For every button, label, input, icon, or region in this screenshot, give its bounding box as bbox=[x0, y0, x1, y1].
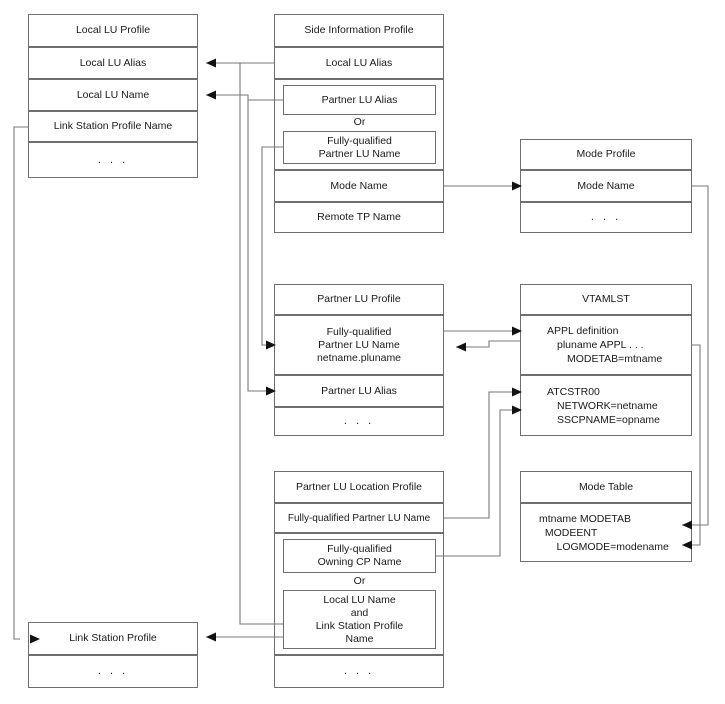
local-lu-profile-row-local-lu-name: Local LU Name bbox=[28, 79, 198, 111]
partner-lu-location-profile-or-separator: Or bbox=[353, 575, 366, 587]
partner-lu-location-profile-header: Partner LU Location Profile bbox=[274, 471, 444, 503]
wire-partner-lu-alias-to-local-lu-name bbox=[206, 94, 283, 101]
vtamlst-atcstr-line2: NETWORK=netname bbox=[557, 399, 658, 412]
vtamlst-appl-line3: MODETAB=mtname bbox=[567, 353, 663, 365]
local-lu-link-station-line4: Name bbox=[345, 632, 374, 645]
local-lu-link-station-line1: Local LU Name bbox=[323, 593, 396, 606]
fq-owning-cp-name-line1: Fully-qualified bbox=[327, 543, 392, 555]
side-information-profile-row-mode-name: Mode Name bbox=[274, 170, 444, 202]
arrow-local-lu-name bbox=[206, 90, 216, 100]
vtamlst-atcstr-line3: SSCPNAME=opname bbox=[557, 413, 661, 426]
partner-lu-location-profile-local-lu-and-link-station: Local LU Name and Link Station Profile N… bbox=[283, 590, 436, 649]
vtamlst-appl-line1: APPL definition bbox=[547, 325, 619, 337]
vtamlst-header: VTAMLST bbox=[520, 284, 692, 315]
side-information-profile-row-local-lu-alias: Local LU Alias bbox=[274, 47, 444, 79]
wire-location-fq-to-vtamlst-appl bbox=[444, 391, 512, 519]
mode-profile-header: Mode Profile bbox=[520, 139, 692, 170]
fq-partner-lu-name-line2: Partner LU Name bbox=[318, 147, 401, 160]
local-lu-link-station-line3: Link Station Profile bbox=[315, 619, 404, 632]
fq-partner-lu-name-line1: Fully-qualified bbox=[327, 134, 392, 147]
local-lu-profile-row-local-lu-alias: Local LU Alias bbox=[28, 47, 198, 79]
arrow-link-station-profile-right bbox=[206, 632, 216, 642]
side-information-profile-row-remote-tp-name: Remote TP Name bbox=[274, 202, 444, 233]
partner-lu-location-profile-row-fq-partner-lu-name: Fully-qualified Partner LU Name bbox=[274, 503, 444, 533]
wire-owning-cp-to-vtamlst-sscpname bbox=[436, 409, 512, 557]
vtamlst-appl-definition: APPL definition pluname APPL . . . MODET… bbox=[520, 315, 692, 375]
wire-vtamlst-netname-to-partner-fq bbox=[456, 340, 520, 348]
mode-profile-row-mode-name: Mode Name bbox=[520, 170, 692, 202]
vtamlst-appl-line2: pluname APPL . . . bbox=[557, 339, 644, 351]
mode-profile-row-ellipsis: . . . bbox=[520, 202, 692, 233]
fq-owning-cp-name-line2: Owning CP Name bbox=[317, 556, 402, 568]
mode-table-body: mtname MODETAB MODEENT LOGMODE=modename bbox=[520, 503, 692, 562]
link-station-profile-header: Link Station Profile bbox=[28, 622, 198, 655]
arrow-back-to-partner-fq bbox=[456, 342, 466, 352]
side-information-profile-fq-partner-lu-name: Fully-qualified Partner LU Name bbox=[283, 131, 436, 164]
local-lu-profile-row-link-station-profile-name: Link Station Profile Name bbox=[28, 111, 198, 142]
wire-link-station-profile-name-to-link-station-profile bbox=[13, 126, 28, 640]
arrow-local-lu-alias bbox=[206, 58, 216, 68]
side-information-profile-header: Side Information Profile bbox=[274, 14, 444, 47]
partner-lu-profile-fq-line3: netname.pluname bbox=[316, 351, 402, 364]
partner-lu-profile-row-fq-name: Fully-qualified Partner LU Name netname.… bbox=[274, 315, 444, 375]
local-lu-profile-header: Local LU Profile bbox=[28, 14, 198, 47]
mode-table-line2: MODEENT bbox=[539, 526, 598, 539]
link-station-profile-row-ellipsis: . . . bbox=[28, 655, 198, 688]
partner-lu-profile-row-partner-lu-alias: Partner LU Alias bbox=[274, 375, 444, 407]
side-information-profile-or-separator: Or bbox=[353, 116, 366, 128]
local-lu-profile-row-ellipsis: . . . bbox=[28, 142, 198, 178]
partner-lu-profile-fq-line1: Fully-qualified bbox=[326, 325, 392, 338]
mode-table-header: Mode Table bbox=[520, 471, 692, 503]
partner-lu-location-profile-fq-owning-cp-name: Fully-qualified Owning CP Name bbox=[283, 539, 436, 573]
side-information-profile-partner-lu-alias: Partner LU Alias bbox=[283, 85, 436, 115]
local-lu-link-station-line2: and bbox=[350, 606, 369, 619]
mode-table-line1: mtname MODETAB bbox=[539, 512, 631, 525]
partner-lu-profile-row-ellipsis: . . . bbox=[274, 407, 444, 436]
mode-table-line3: LOGMODE=modename bbox=[539, 540, 669, 553]
vtamlst-atcstr00: ATCSTR00 NETWORK=netname SSCPNAME=opname bbox=[520, 375, 692, 436]
partner-lu-location-profile-row-ellipsis: . . . bbox=[274, 655, 444, 688]
vtamlst-atcstr-line1: ATCSTR00 bbox=[547, 385, 600, 398]
partner-lu-profile-fq-line2: Partner LU Name bbox=[318, 338, 400, 351]
partner-lu-profile-header: Partner LU Profile bbox=[274, 284, 444, 315]
